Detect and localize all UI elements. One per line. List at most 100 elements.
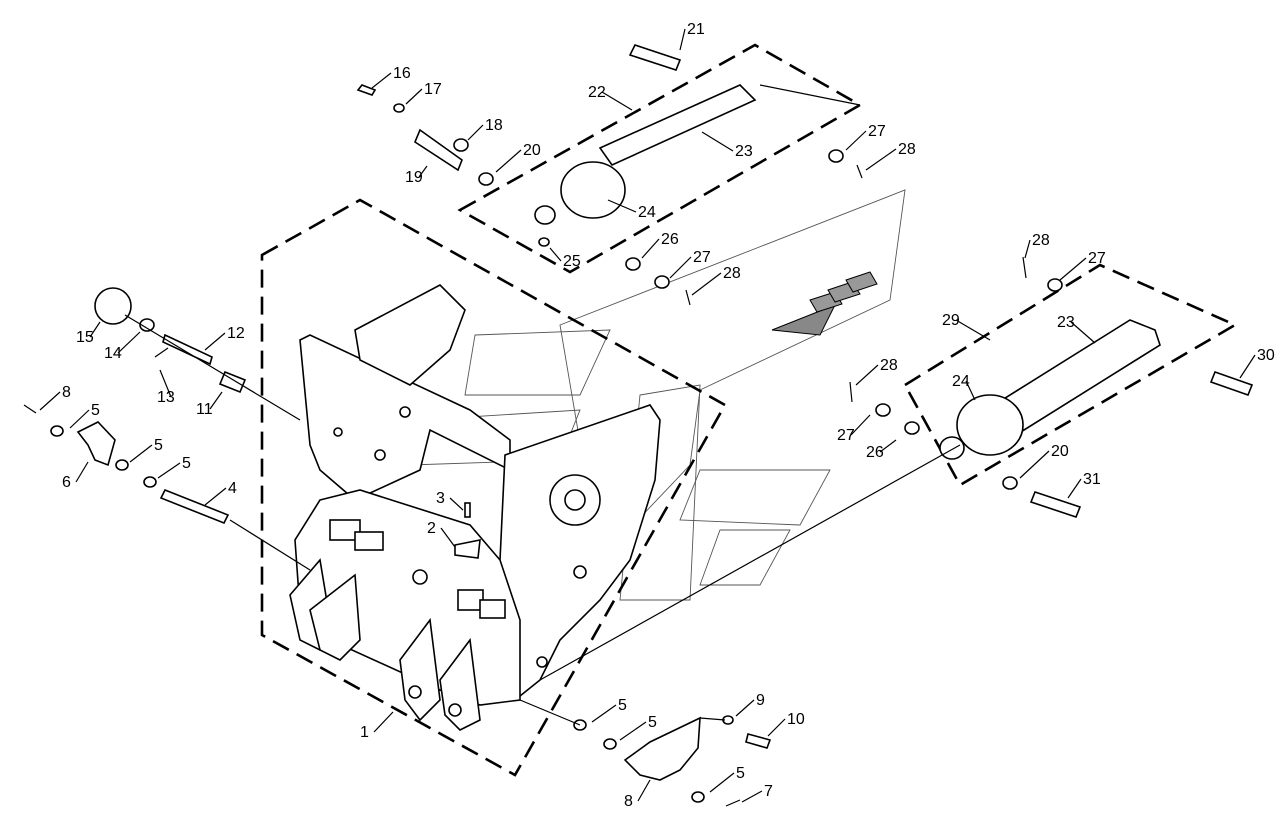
part-5-washer-b xyxy=(115,459,129,471)
callout-label: 31 xyxy=(1083,471,1101,488)
leader-line xyxy=(204,487,227,506)
part-6-hook xyxy=(76,421,116,467)
callout-label: 30 xyxy=(1257,347,1275,364)
leader-line xyxy=(601,91,633,111)
callout-label: 6 xyxy=(62,474,71,491)
leader-line xyxy=(767,718,786,737)
callout-label: 27 xyxy=(693,249,711,266)
connector-lines xyxy=(124,84,961,726)
callout-label: 28 xyxy=(880,357,898,374)
upper-cylinder xyxy=(356,44,863,306)
leader-line xyxy=(637,779,651,802)
callout-label: 13 xyxy=(157,389,175,406)
callout-label: 5 xyxy=(154,437,163,454)
leader-line xyxy=(117,331,141,354)
part-10-bolt xyxy=(745,733,772,749)
leader-line xyxy=(75,461,89,483)
part-3-pin xyxy=(464,502,471,518)
callout-label: 17 xyxy=(424,81,442,98)
leader-line xyxy=(39,391,61,411)
callout-label: 5 xyxy=(91,402,100,419)
leader-line xyxy=(373,711,394,733)
callout-label: 27 xyxy=(837,427,855,444)
arrow-mark xyxy=(771,304,837,336)
leader-line xyxy=(204,332,226,351)
callout-label: 28 xyxy=(898,141,916,158)
leader-line xyxy=(371,72,392,89)
leader-line xyxy=(691,272,722,296)
callout-label: 22 xyxy=(588,84,606,101)
callout-label: 5 xyxy=(736,765,745,782)
leader-line xyxy=(440,527,456,548)
leader-line xyxy=(418,165,428,178)
callout-label: 27 xyxy=(1088,250,1106,267)
callout-label: 3 xyxy=(436,490,445,507)
callout-label: 20 xyxy=(523,142,541,159)
part-2-clip xyxy=(454,539,481,559)
leader-line xyxy=(741,790,763,803)
leader-line xyxy=(679,28,686,51)
leader-line xyxy=(69,409,90,429)
callout-label: 4 xyxy=(228,480,237,497)
leader-line xyxy=(129,444,153,463)
part-4-pin xyxy=(159,488,230,525)
callout-label: 9 xyxy=(756,692,765,709)
callout-label: 5 xyxy=(618,697,627,714)
leader-line xyxy=(591,704,617,723)
callout-label: 16 xyxy=(393,65,411,82)
leader-line xyxy=(1019,450,1050,479)
callout-label: 8 xyxy=(62,384,71,401)
callout-labels: 1234555555678891011121314151617181920202… xyxy=(39,21,1275,810)
leader-line xyxy=(855,364,879,386)
leader-line xyxy=(701,131,734,152)
right-cylinder xyxy=(849,256,1254,518)
part-8-hook xyxy=(623,716,701,781)
part-11-spring xyxy=(218,370,247,394)
callout-label: 10 xyxy=(787,711,805,728)
callout-label: 27 xyxy=(868,123,886,140)
leader-line xyxy=(405,88,423,105)
part-5-washer-f xyxy=(691,791,705,803)
callout-label: 25 xyxy=(563,253,581,270)
leader-line xyxy=(619,721,647,741)
callout-label: 28 xyxy=(1032,232,1050,249)
part-12-shaft xyxy=(162,333,213,366)
leader-line xyxy=(495,149,522,173)
callout-label: 26 xyxy=(661,231,679,248)
callout-label: 23 xyxy=(1057,314,1075,331)
callout-label: 20 xyxy=(1051,443,1069,460)
leader-line xyxy=(735,699,755,717)
parts xyxy=(23,287,772,807)
leader-line xyxy=(1067,478,1082,499)
leader-line xyxy=(1239,354,1256,379)
callout-label: 21 xyxy=(687,21,705,38)
callout-label: 2 xyxy=(427,520,436,537)
leader-line xyxy=(865,148,897,171)
part-5-washer-a xyxy=(50,425,64,437)
main-frame xyxy=(289,284,661,731)
callout-label: 29 xyxy=(942,312,960,329)
leader-line xyxy=(607,199,637,213)
callout-label: 19 xyxy=(405,169,423,186)
callout-label: 15 xyxy=(76,329,94,346)
leader-line xyxy=(1059,257,1087,281)
leader-line xyxy=(850,414,871,436)
callout-label: 5 xyxy=(648,714,657,731)
leader-line xyxy=(709,772,735,793)
callout-label: 8 xyxy=(624,793,633,810)
part-15-knob xyxy=(94,287,132,325)
callout-label: 24 xyxy=(952,373,970,390)
callout-label: 5 xyxy=(182,455,191,472)
watermark-logo xyxy=(409,189,906,601)
callout-label: 14 xyxy=(104,345,122,362)
callout-label: 12 xyxy=(227,325,245,342)
callout-label: 23 xyxy=(735,143,753,160)
leader-line xyxy=(1070,321,1096,344)
part-5-washer-c xyxy=(143,476,157,488)
leader-line xyxy=(209,391,223,410)
leader-line xyxy=(1024,239,1031,259)
part-14-washer xyxy=(139,318,155,332)
leader-line xyxy=(467,124,484,141)
leader-line xyxy=(669,256,692,279)
